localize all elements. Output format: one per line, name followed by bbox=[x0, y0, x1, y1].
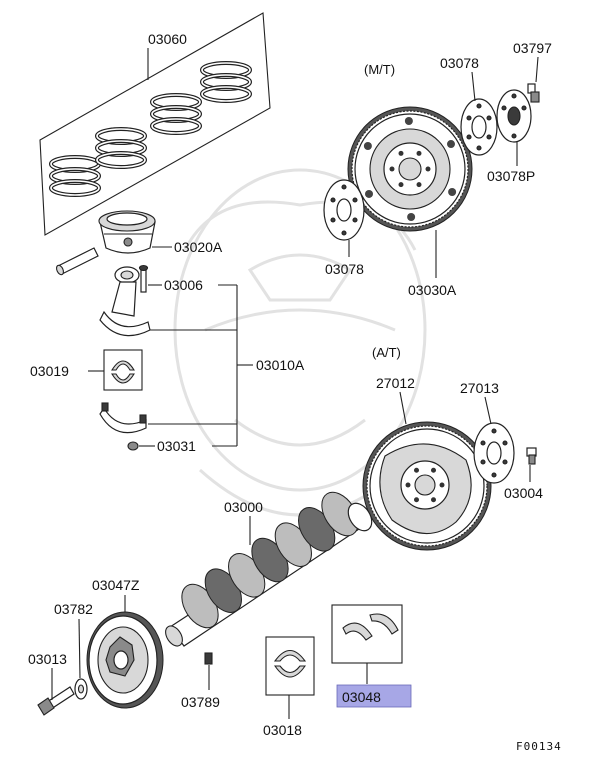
main-bearing-box[interactable] bbox=[265, 636, 315, 696]
rod-cap-icon[interactable] bbox=[99, 402, 147, 434]
part-label-03078-top[interactable]: 03078 bbox=[440, 55, 479, 71]
bracket-03010A bbox=[148, 285, 253, 446]
part-label-03060[interactable]: 03060 bbox=[148, 31, 187, 47]
part-label-03030A[interactable]: 03030A bbox=[408, 282, 457, 298]
part-label-03797[interactable]: 03797 bbox=[513, 40, 552, 56]
part-label-03789[interactable]: 03789 bbox=[181, 694, 220, 710]
part-label-03020A[interactable]: 03020A bbox=[174, 239, 223, 255]
part-label-03006[interactable]: 03006 bbox=[164, 277, 203, 293]
flywheel-mt-icon[interactable] bbox=[347, 106, 473, 232]
part-label-27013[interactable]: 27013 bbox=[460, 380, 499, 396]
rod-bolt-icon[interactable] bbox=[138, 264, 149, 293]
part-label-27012[interactable]: 27012 bbox=[376, 375, 415, 391]
crankshaft-icon[interactable] bbox=[162, 486, 376, 649]
rod-nut-icon[interactable] bbox=[127, 441, 139, 451]
part-label-03078P[interactable]: 03078P bbox=[487, 168, 535, 184]
heading-manual-transmission: (M/T) bbox=[364, 62, 395, 77]
pulley-bolt-icon[interactable] bbox=[37, 686, 75, 716]
flywheel-bolt-icon[interactable] bbox=[527, 83, 540, 103]
flexplate-at-icon[interactable] bbox=[362, 421, 492, 551]
part-label-03078-left[interactable]: 03078 bbox=[325, 261, 364, 277]
part-label-03018[interactable]: 03018 bbox=[263, 722, 302, 738]
part-label-03031[interactable]: 03031 bbox=[157, 438, 196, 454]
plate-03078-left[interactable] bbox=[323, 179, 365, 241]
heading-automatic-transmission: (A/T) bbox=[372, 345, 401, 360]
part-label-03010A[interactable]: 03010A bbox=[256, 357, 305, 373]
crank-pulley-icon[interactable] bbox=[86, 611, 164, 709]
connecting-rod-icon[interactable] bbox=[99, 266, 151, 337]
plate-03078P[interactable] bbox=[496, 89, 532, 143]
thrust-washer-box[interactable] bbox=[331, 604, 403, 664]
part-label-03013[interactable]: 03013 bbox=[28, 651, 67, 667]
piston-icon[interactable] bbox=[98, 210, 156, 254]
figure-code: F00134 bbox=[516, 740, 562, 753]
woodruff-key-icon[interactable] bbox=[204, 652, 213, 665]
part-label-03019[interactable]: 03019 bbox=[30, 363, 69, 379]
plate-03078-top[interactable] bbox=[460, 98, 498, 156]
part-label-03047Z[interactable]: 03047Z bbox=[92, 577, 140, 593]
part-label-03000[interactable]: 03000 bbox=[224, 499, 263, 515]
highlight-03048 bbox=[336, 684, 412, 708]
part-label-03004[interactable]: 03004 bbox=[504, 485, 543, 501]
piston-pin-icon[interactable] bbox=[55, 247, 99, 276]
plate-27013[interactable] bbox=[473, 422, 515, 484]
part-label-03782[interactable]: 03782 bbox=[54, 601, 93, 617]
flexplate-bolt-icon[interactable] bbox=[526, 447, 537, 465]
piston-rings-group[interactable] bbox=[39, 12, 271, 236]
part-label-03048[interactable]: 03048 bbox=[342, 689, 381, 705]
pulley-washer-icon[interactable] bbox=[74, 678, 88, 700]
rod-bearing-box[interactable] bbox=[103, 349, 143, 391]
